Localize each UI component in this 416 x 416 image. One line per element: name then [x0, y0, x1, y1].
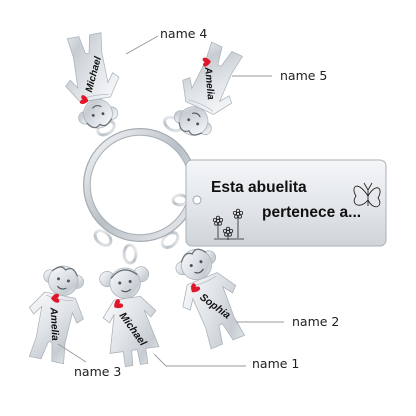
engraved-tag: Esta abuelita pertenece a... [185, 159, 387, 247]
callout-name-4: name 4 [160, 26, 208, 41]
leader-name-4 [125, 35, 159, 55]
callout-name-5: name 5 [280, 68, 328, 83]
tag-line-1: Esta abuelita [211, 179, 307, 196]
charm-name-bottom-left: Amelia [47, 306, 60, 341]
butterfly-icon [353, 182, 381, 208]
charm-bottom-center: Michael [95, 263, 164, 370]
charm-bottom-right: Sophia [163, 239, 255, 354]
callout-leaders [57, 35, 284, 367]
jump-ring-tag [171, 193, 189, 207]
callout-name-3: name 3 [74, 364, 122, 379]
charm-top-left: Michael [56, 30, 128, 134]
jump-ring-bottom-left [93, 229, 113, 247]
jump-ring-bottom-center [122, 243, 138, 265]
leader-name-3 [57, 343, 87, 363]
charm-name-top-right: Amelia [202, 66, 216, 101]
flower-icon [212, 208, 244, 240]
callout-name-2: name 2 [292, 314, 340, 329]
charm-top-right: Amelia [162, 37, 253, 147]
callout-name-1: name 1 [252, 356, 300, 371]
leader-name-1 [153, 353, 167, 367]
tag-line-2: pertenece a... [262, 204, 361, 221]
split-key-ring [83, 128, 197, 242]
charm-bottom-left: Amelia [18, 260, 94, 367]
